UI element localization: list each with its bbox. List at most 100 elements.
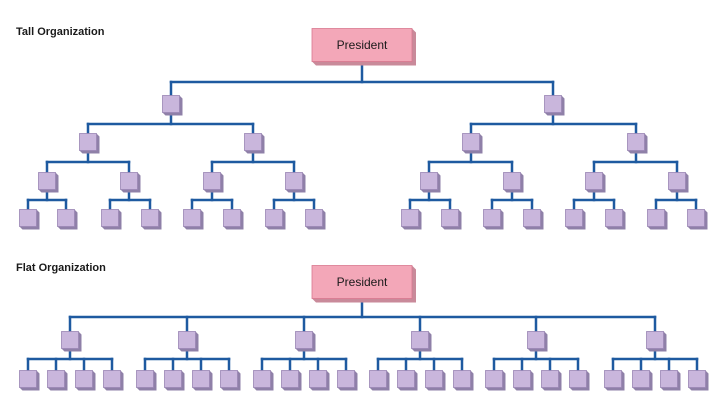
position-box-shadow xyxy=(178,331,199,352)
position-box-shadow xyxy=(605,209,626,230)
tall-level3-box xyxy=(585,172,606,193)
position-box-face xyxy=(527,331,545,349)
position-box-face xyxy=(453,370,471,388)
flat-employee-box xyxy=(604,370,625,391)
position-box-shadow xyxy=(441,209,462,230)
position-box-shadow xyxy=(223,209,244,230)
position-box-shadow xyxy=(281,370,302,391)
tall-level4-box xyxy=(401,209,422,230)
position-box-shadow xyxy=(61,331,82,352)
flat-employee-box xyxy=(220,370,241,391)
tall-level3-box xyxy=(668,172,689,193)
position-box-face xyxy=(425,370,443,388)
tall-level1-box xyxy=(162,95,183,116)
flat-manager-box xyxy=(527,331,548,352)
flat-employee-box xyxy=(253,370,274,391)
tall-level4-box xyxy=(141,209,162,230)
position-box-shadow xyxy=(604,370,625,391)
position-box-face xyxy=(79,133,97,151)
flat-manager-box xyxy=(411,331,432,352)
tall-level2-box xyxy=(244,133,265,154)
position-box-shadow xyxy=(220,370,241,391)
president-label: President xyxy=(337,38,388,52)
flat-organization-title: Flat Organization xyxy=(16,262,106,274)
flat-employee-box xyxy=(103,370,124,391)
position-box-face xyxy=(420,172,438,190)
position-box-face xyxy=(646,331,664,349)
position-box-face xyxy=(513,370,531,388)
position-box-face xyxy=(462,133,480,151)
position-box-shadow xyxy=(141,209,162,230)
position-box-shadow xyxy=(527,331,548,352)
tall-level4-box xyxy=(101,209,122,230)
position-box-face xyxy=(281,370,299,388)
position-box-shadow xyxy=(544,95,565,116)
tall-level3-box xyxy=(120,172,141,193)
position-box-shadow xyxy=(513,370,534,391)
position-box-shadow xyxy=(462,133,483,154)
tall-level1-box xyxy=(544,95,565,116)
tall-organization-chart: President xyxy=(19,28,708,230)
flat-manager-box xyxy=(646,331,667,352)
position-box-shadow xyxy=(425,370,446,391)
tall-level4-box xyxy=(605,209,626,230)
position-box-shadow xyxy=(136,370,157,391)
tall-level4-box xyxy=(687,209,708,230)
position-box-shadow xyxy=(75,370,96,391)
position-box-face xyxy=(485,370,503,388)
position-box-shadow xyxy=(337,370,358,391)
position-box-shadow xyxy=(103,370,124,391)
flat-employee-box xyxy=(541,370,562,391)
position-box-shadow xyxy=(401,209,422,230)
flat-employee-box xyxy=(136,370,157,391)
flat-employee-box xyxy=(632,370,653,391)
tall-level4-box xyxy=(441,209,462,230)
position-box-face xyxy=(162,95,180,113)
position-box-face xyxy=(164,370,182,388)
tall-level4-box xyxy=(223,209,244,230)
position-box-shadow xyxy=(647,209,668,230)
president-label: President xyxy=(337,275,388,289)
tall-level4-box xyxy=(523,209,544,230)
position-box-face xyxy=(101,209,119,227)
flat-manager-box xyxy=(61,331,82,352)
flat-employee-box xyxy=(397,370,418,391)
tall-level2-box xyxy=(627,133,648,154)
flat-organization-chart: President xyxy=(19,265,709,391)
position-box-shadow xyxy=(203,172,224,193)
position-box-face xyxy=(295,331,313,349)
tall-level2-box xyxy=(462,133,483,154)
position-box-shadow xyxy=(585,172,606,193)
tall-level3-box xyxy=(285,172,306,193)
position-box-face xyxy=(141,209,159,227)
position-box-shadow xyxy=(253,370,274,391)
tall-level4-box xyxy=(483,209,504,230)
flat-employee-box xyxy=(688,370,709,391)
position-box-face xyxy=(544,95,562,113)
position-box-shadow xyxy=(57,209,78,230)
position-box-face xyxy=(136,370,154,388)
position-box-shadow xyxy=(295,331,316,352)
flat-employee-box xyxy=(75,370,96,391)
flat-employee-box xyxy=(19,370,40,391)
position-box-shadow xyxy=(19,370,40,391)
flat-employee-box xyxy=(485,370,506,391)
position-box-shadow xyxy=(453,370,474,391)
position-box-face xyxy=(337,370,355,388)
position-box-shadow xyxy=(162,95,183,116)
position-box-shadow xyxy=(660,370,681,391)
position-box-shadow xyxy=(265,209,286,230)
position-box-face xyxy=(244,133,262,151)
position-box-shadow xyxy=(19,209,40,230)
position-box-shadow xyxy=(411,331,432,352)
flat-employee-box xyxy=(369,370,390,391)
position-box-shadow xyxy=(369,370,390,391)
flat-president-box: President xyxy=(311,265,416,303)
position-box-face xyxy=(203,172,221,190)
flat-employee-box xyxy=(192,370,213,391)
position-box-shadow xyxy=(485,370,506,391)
position-box-shadow xyxy=(79,133,100,154)
tall-level4-box xyxy=(57,209,78,230)
position-box-face xyxy=(369,370,387,388)
